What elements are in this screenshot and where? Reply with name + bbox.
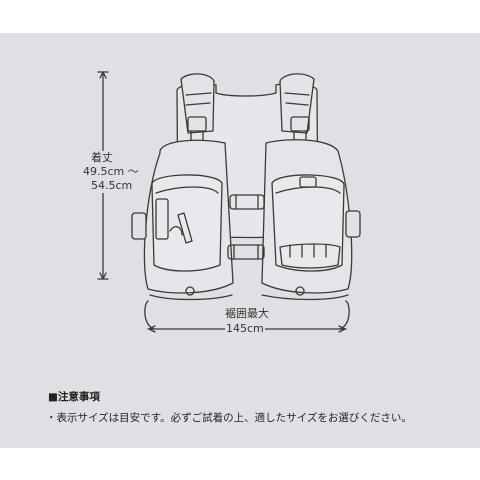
length-label: 着丈 xyxy=(90,151,114,165)
center-buckles xyxy=(227,194,265,260)
notes-body: ・表示サイズは目安です。必ずご試着の上、適したサイズをお選びください。 xyxy=(46,412,412,424)
chest-label: 裾囲最大 xyxy=(224,307,270,321)
length-max-value: 54.5cm xyxy=(90,179,134,193)
length-min-value: 49.5cm ～ xyxy=(82,165,140,179)
chest-value: 145cm xyxy=(225,322,265,336)
notes-title: ■注意事項 xyxy=(48,391,100,403)
vest-illustration xyxy=(97,71,361,333)
